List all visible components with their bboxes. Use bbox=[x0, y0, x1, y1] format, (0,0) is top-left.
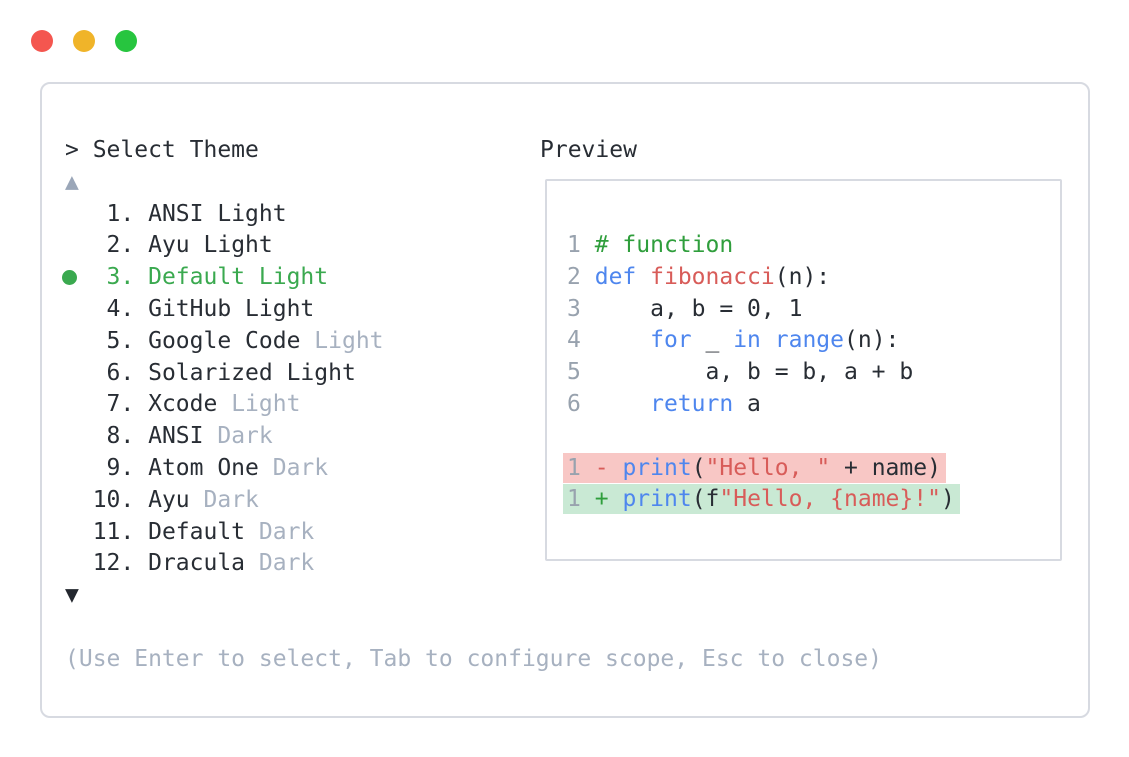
code-line: 2 def fibonacci(n): bbox=[567, 263, 831, 290]
theme-list-item[interactable]: 6. Solarized Light bbox=[65, 359, 356, 386]
line-number: 1 bbox=[567, 455, 581, 482]
code-line: 3 a, b = 0, 1 bbox=[567, 295, 803, 322]
theme-list-item[interactable]: 5. Google Code Light bbox=[65, 327, 384, 354]
line-number: 3 bbox=[567, 295, 581, 322]
select-theme-prompt: > Select Theme bbox=[65, 137, 259, 163]
spacer bbox=[65, 612, 882, 644]
window-controls bbox=[31, 30, 137, 52]
minimize-button[interactable] bbox=[73, 30, 95, 52]
scroll-down-row: ▼ bbox=[65, 580, 882, 612]
theme-picker: > Select Theme ▲ 1. ANSI Light 2. Ayu Li… bbox=[62, 135, 882, 676]
theme-list-item[interactable]: 9. Atom One Dark bbox=[65, 454, 329, 481]
code-line: 1 # function bbox=[567, 232, 734, 258]
help-text: (Use Enter to select, Tab to configure s… bbox=[65, 645, 882, 672]
close-button[interactable] bbox=[31, 30, 53, 52]
selected-indicator-icon bbox=[62, 270, 77, 286]
code-line: 5 a, b = b, a + b bbox=[567, 359, 914, 386]
theme-picker-panel: > Select Theme ▲ 1. ANSI Light 2. Ayu Li… bbox=[40, 82, 1090, 718]
scroll-up-icon[interactable]: ▲ bbox=[65, 168, 79, 195]
theme-list: 1. ANSI Light 2. Ayu Light 3. Default Li… bbox=[62, 199, 882, 581]
line-number: 1 bbox=[567, 232, 581, 258]
theme-list-item[interactable]: 10. Ayu Dark bbox=[65, 486, 259, 513]
line-number: 5 bbox=[567, 359, 581, 386]
theme-list-item[interactable]: 8. ANSI Dark bbox=[65, 423, 273, 450]
code-line: 4 for _ in range(n): bbox=[567, 327, 900, 354]
preview-title: Preview bbox=[540, 137, 637, 163]
line-number: 4 bbox=[567, 327, 581, 354]
theme-list-item[interactable]: 2. Ayu Light bbox=[65, 232, 273, 259]
code-line: 6 return a bbox=[567, 390, 761, 417]
preview-code: 1 # function 2 def fibonacci(n): 3 a, b = … bbox=[563, 230, 960, 515]
maximize-button[interactable] bbox=[115, 30, 137, 52]
scroll-down-icon[interactable]: ▼ bbox=[65, 582, 79, 609]
line-number: 2 bbox=[567, 263, 581, 290]
diff-removed-line: 1 - print("Hello, " + name) bbox=[563, 453, 946, 484]
theme-list-item[interactable]: 3. Default Light bbox=[62, 262, 882, 294]
theme-list-item[interactable]: 4. GitHub Light bbox=[65, 295, 315, 322]
diff-added-line: 1 + print(f"Hello, {name}!") bbox=[563, 484, 960, 515]
code-blank-line bbox=[567, 421, 960, 453]
theme-list-item[interactable]: 1. ANSI Light bbox=[65, 200, 287, 227]
theme-list-item[interactable]: 11. Default Dark bbox=[65, 518, 315, 545]
line-number: 6 bbox=[567, 390, 581, 417]
theme-list-item[interactable]: 12. Dracula Dark bbox=[65, 550, 315, 577]
theme-list-item[interactable]: 7. Xcode Light bbox=[65, 391, 301, 418]
line-number: 1 bbox=[567, 486, 581, 513]
scroll-up-row: ▲ bbox=[65, 167, 882, 199]
